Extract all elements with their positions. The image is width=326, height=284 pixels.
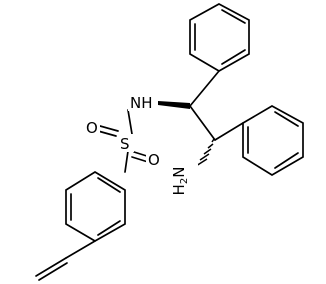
bond-c1-c2 <box>189 105 216 141</box>
lower-phenyl-ring <box>242 105 304 176</box>
bond-c1-phenyl <box>189 70 220 107</box>
atom-s-text: S <box>120 135 130 153</box>
chiral-backbone <box>158 70 244 167</box>
wedge-bond-c1-nh <box>158 101 190 109</box>
upper-phenyl-ring <box>189 3 250 72</box>
bond-s-aryl <box>124 150 129 173</box>
atom-o-bottom-text: O <box>148 151 160 169</box>
label-nh2: H2N <box>170 164 198 195</box>
hashed-bond-c2-nh2 <box>195 138 215 167</box>
bond-n-s <box>127 109 133 135</box>
bond-c2-phenyl <box>214 122 244 141</box>
atom-nh-text: NH <box>130 94 153 112</box>
label-oxygen-top: O <box>84 118 100 137</box>
label-oxygen-bottom: O <box>146 150 162 169</box>
atom-o-top-text: O <box>86 119 98 137</box>
label-sulfur: S <box>118 134 134 153</box>
vinylphenyl-ring <box>65 171 126 242</box>
label-nh: NH <box>128 93 158 112</box>
vinyl-group <box>35 240 96 281</box>
atom-nh2-h-text: H2N <box>170 167 190 196</box>
